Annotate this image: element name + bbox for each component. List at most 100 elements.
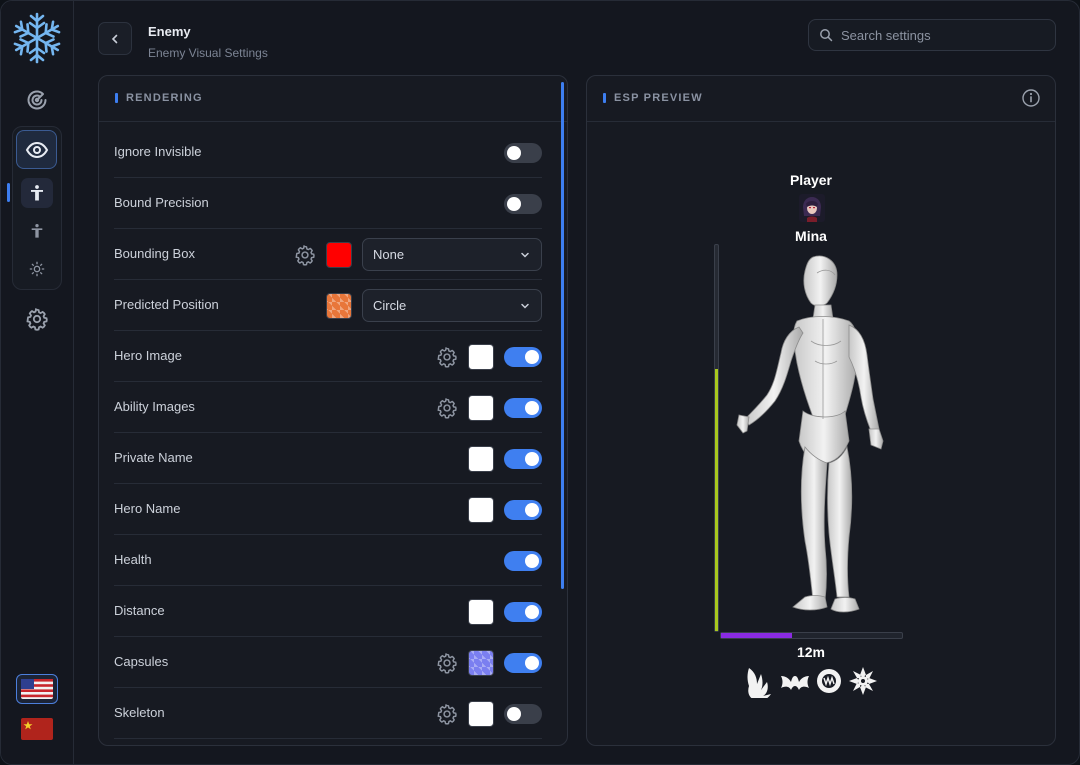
chevron-left-icon (111, 34, 118, 43)
setting-row: Ability Images (114, 382, 542, 433)
eye-icon[interactable] (16, 130, 57, 169)
toggle-knob (525, 400, 539, 415)
toggle-knob (507, 145, 521, 160)
toggle-switch[interactable] (504, 142, 542, 163)
toggle-switch[interactable] (504, 652, 542, 673)
section-title: ESP PREVIEW (614, 92, 703, 104)
health-bar-fill (715, 368, 718, 631)
back-button[interactable] (98, 22, 132, 55)
setting-row: Hero Image (114, 331, 542, 382)
setting-row: Private Name (114, 433, 542, 484)
ability-fang-icon (817, 669, 841, 693)
toggle-switch[interactable] (504, 397, 542, 418)
ability-icons (745, 664, 879, 698)
person-icon[interactable] (21, 178, 53, 208)
color-swatch[interactable] (468, 394, 494, 421)
us-flag-icon[interactable] (16, 674, 58, 704)
setting-label: Predicted Position (114, 297, 219, 312)
toggle-knob (525, 553, 539, 568)
toggle-knob (525, 349, 539, 364)
setting-label: Ignore Invisible (114, 144, 202, 159)
setting-label: Hero Image (114, 348, 182, 363)
info-icon[interactable] (1021, 88, 1041, 108)
person-outline-icon[interactable] (21, 216, 53, 246)
settings-gear-icon[interactable] (436, 397, 458, 419)
setting-row: Distance (114, 586, 542, 637)
character-model (725, 251, 895, 626)
shield-bar-track (720, 632, 903, 639)
chevron-down-icon (521, 252, 529, 258)
cn-flag-icon[interactable] (16, 714, 58, 744)
radar-icon[interactable] (23, 86, 51, 114)
health-bar-track (714, 244, 719, 632)
shield-bar-fill (721, 633, 792, 638)
sidebar (1, 1, 74, 764)
color-swatch[interactable] (468, 700, 494, 727)
style-select[interactable]: Circle (362, 289, 542, 322)
select-value: Circle (373, 298, 407, 313)
color-swatch[interactable] (326, 292, 352, 319)
setting-row: Capsules (114, 637, 542, 688)
setting-row: Health (114, 535, 542, 586)
style-select[interactable]: None (362, 238, 542, 271)
ability-swirl-icon (849, 667, 877, 695)
setting-label: Ability Images (114, 399, 195, 414)
toggle-switch[interactable] (504, 346, 542, 367)
page-title: Enemy (148, 24, 191, 39)
active-indicator (7, 183, 10, 202)
toggle-knob (525, 604, 539, 619)
esp-preview-panel: ESP PREVIEW Player Mina (586, 75, 1056, 746)
panel-header: ESP PREVIEW (587, 76, 1055, 122)
toggle-switch[interactable] (504, 703, 542, 724)
color-swatch[interactable] (468, 649, 494, 676)
color-swatch[interactable] (468, 496, 494, 523)
player-label: Player (789, 172, 833, 188)
toggle-knob (507, 196, 521, 211)
toggle-switch[interactable] (504, 499, 542, 520)
section-marker (603, 93, 606, 103)
ability-bat-icon (781, 676, 809, 690)
sun-dim-icon[interactable] (21, 254, 53, 284)
settings-gear-icon[interactable] (294, 244, 316, 266)
toggle-switch[interactable] (504, 448, 542, 469)
search-input[interactable] (841, 27, 1041, 43)
scrollbar[interactable] (561, 82, 564, 589)
toggle-switch[interactable] (504, 601, 542, 622)
setting-label: Bound Precision (114, 195, 209, 210)
color-swatch[interactable] (468, 598, 494, 625)
toggle-switch[interactable] (504, 550, 542, 571)
setting-label: Private Name (114, 450, 193, 465)
panel-header: RENDERING (99, 76, 567, 122)
toggle-switch[interactable] (504, 193, 542, 214)
color-swatch[interactable] (326, 241, 352, 268)
gear-icon[interactable] (23, 305, 51, 333)
setting-row: Hero Name (114, 484, 542, 535)
color-swatch[interactable] (468, 343, 494, 370)
settings-gear-icon[interactable] (436, 346, 458, 368)
snowflake-logo-icon (10, 11, 64, 65)
search-icon (820, 29, 833, 42)
color-swatch[interactable] (468, 445, 494, 472)
hero-name-label: Mina (795, 228, 827, 244)
page-subtitle: Enemy Visual Settings (148, 46, 268, 60)
setting-label: Hero Name (114, 501, 181, 516)
settings-gear-icon[interactable] (436, 652, 458, 674)
toggle-knob (507, 706, 521, 721)
chevron-down-icon (521, 303, 529, 309)
distance-label: 12m (796, 644, 826, 660)
section-marker (115, 93, 118, 103)
setting-row: Ignore Invisible (114, 127, 542, 178)
search-box[interactable] (808, 19, 1056, 51)
ability-claw-icon (747, 668, 771, 698)
settings-gear-icon[interactable] (436, 703, 458, 725)
section-title: RENDERING (126, 92, 203, 104)
toggle-knob (525, 655, 539, 670)
setting-row: Predicted Position Circle (114, 280, 542, 331)
hero-portrait (799, 194, 825, 222)
setting-label: Distance (114, 603, 165, 618)
toggle-knob (525, 502, 539, 517)
select-value: None (373, 247, 405, 262)
